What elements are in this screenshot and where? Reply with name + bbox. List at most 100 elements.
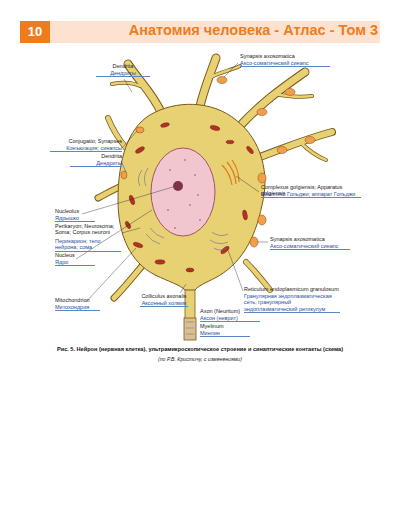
axon — [186, 328, 194, 329]
mitochondria — [124, 221, 131, 230]
part-name-russian: Митохондрия — [55, 304, 100, 311]
part-name-russian: Аксо-соматический синапс — [270, 243, 350, 250]
leader-line — [82, 187, 173, 214]
dendrite-outline — [257, 132, 332, 158]
axon — [186, 334, 194, 335]
part-name-russian: Аксон (неврит) — [200, 315, 260, 322]
nucleus — [184, 159, 186, 161]
part-name-latin: Synapsis axosomatica — [240, 53, 330, 59]
part-name-latin: Mitochondrion — [55, 297, 100, 303]
part-name-russian: Аксо-соматический синапс — [240, 60, 330, 67]
dendrite — [98, 58, 332, 298]
mitochondria — [242, 210, 248, 221]
synaptic-terminal — [258, 173, 266, 183]
dendrite — [200, 58, 216, 106]
leader-line — [228, 250, 243, 291]
synaptic-terminal — [258, 215, 266, 225]
nucleus — [174, 227, 176, 229]
dendrite-outline — [240, 72, 305, 126]
part-name-russian: Миелин — [200, 330, 250, 337]
dendrite-outline — [246, 262, 270, 290]
synaptic-terminal — [277, 147, 287, 154]
dendrite — [114, 266, 142, 298]
nucleus — [169, 169, 171, 171]
nucleus — [167, 159, 201, 229]
part-name-latin: Axon (Neuritum) — [200, 308, 260, 314]
part-name-latin: Nucleolus — [55, 208, 95, 214]
dendrite — [257, 132, 332, 158]
mitochondria — [133, 241, 144, 249]
leader-line — [76, 63, 268, 302]
synaptic-terminal — [121, 171, 127, 179]
part-name-latin: Conjugatio; Synapses — [50, 138, 122, 144]
cell-body — [118, 104, 265, 290]
rough-er — [138, 168, 148, 186]
leader-line — [86, 248, 136, 302]
dendrite-outline — [300, 142, 326, 160]
figure-caption: Рис. 5. Нейрон (нервная клетка), ультрам… — [40, 346, 360, 352]
leader-line — [124, 79, 132, 92]
leader-line — [224, 63, 238, 77]
nucleus — [151, 148, 215, 236]
nucleus — [197, 194, 199, 196]
mitochondria — [186, 268, 194, 272]
page-header-band — [20, 21, 380, 43]
nucleus — [189, 204, 191, 206]
synaptic-terminal — [305, 137, 315, 144]
page-header-band — [20, 21, 50, 43]
mitochondria — [155, 260, 165, 264]
part-name-latin: Dendrita — [70, 153, 122, 159]
synaptic-terminal — [136, 127, 144, 133]
leader-line — [180, 284, 186, 293]
part-name-russian: Гранулярная эндоплазматическая сеть; гра… — [244, 293, 340, 313]
cell-body — [118, 104, 265, 290]
synaptic-terminal — [250, 237, 258, 247]
mitochondria — [160, 122, 170, 128]
part-name-russian: Ядро — [55, 259, 95, 266]
part-name-latin: Myelinum — [200, 323, 250, 329]
dendrite — [209, 66, 240, 78]
nucleus — [173, 181, 183, 191]
dendrite-outline — [200, 58, 216, 106]
leader-line — [122, 228, 140, 233]
nucleus — [151, 148, 215, 236]
part-name-russian: Перикарион; тело нейрона; сома — [55, 238, 121, 252]
mitochondria — [246, 145, 255, 154]
page-title: Анатомия человека - Атлас - Том 3 — [129, 22, 378, 39]
nucleus — [167, 209, 169, 211]
part-name-russian: Ядрышко — [55, 215, 95, 222]
synaptic-terminal — [217, 77, 227, 84]
axon — [184, 318, 196, 340]
leader-line — [236, 176, 259, 192]
synaptic-terminal — [257, 109, 267, 116]
dendrite — [246, 262, 270, 290]
part-name-latin: Dendrita — [96, 63, 150, 69]
leader-line — [258, 242, 268, 243]
mitochondria — [210, 125, 221, 132]
leader-line — [123, 131, 137, 147]
source-note: (по Р.В. Кристичу, с изменениями) — [40, 357, 360, 363]
dendrite — [112, 83, 140, 86]
part-name-latin: Nucleus — [55, 252, 95, 258]
dendrite-outline — [98, 58, 332, 298]
synaptic-terminal — [285, 89, 295, 96]
golgi-apparatus — [222, 160, 239, 185]
axon — [186, 322, 194, 323]
nucleus — [194, 174, 196, 176]
dendrite-outline — [114, 266, 142, 298]
part-name-russian: Аксонный холмик — [140, 300, 188, 307]
part-name-latin: Reticulum endoplasmicum granulosum — [244, 286, 340, 292]
part-name-russian: Дендриты — [96, 70, 150, 77]
mitochondria — [124, 122, 254, 272]
rough-er — [210, 232, 228, 250]
part-name-latin: Perikaryon; Neurosoma; Soma; Corpus neur… — [55, 223, 121, 236]
nucleus — [199, 219, 201, 221]
dendrite — [240, 72, 305, 126]
part-name-latin: Colliculus axonalis — [140, 293, 188, 299]
axon — [185, 286, 195, 320]
page-header-band — [20, 21, 380, 43]
page-number: 10 — [20, 25, 50, 40]
golgi-apparatus — [222, 160, 239, 185]
rough-er — [146, 228, 164, 244]
mitochondria — [135, 146, 146, 155]
